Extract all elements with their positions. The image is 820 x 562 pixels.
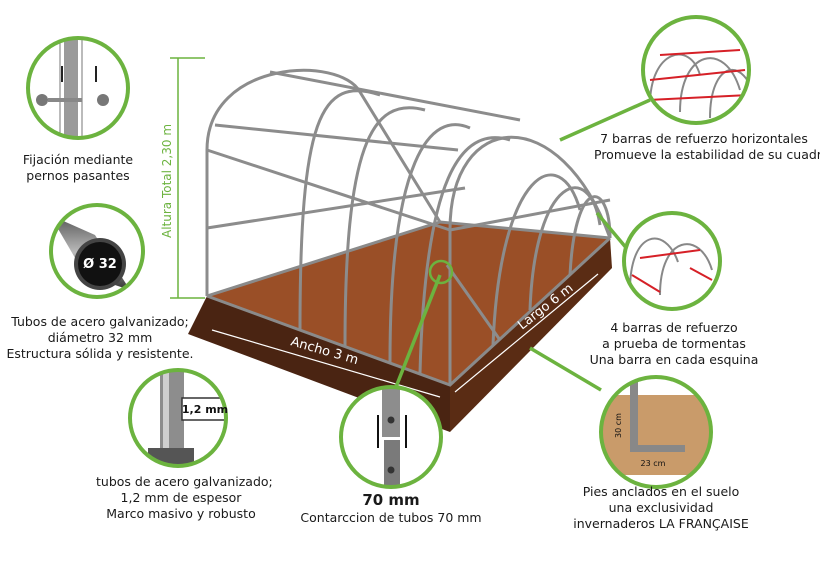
tubes-caption-line1: Tubos de acero galvanizado; (11, 314, 189, 329)
pipe-connection-circle (339, 385, 443, 489)
feet-caption-line2: una exclusividad (608, 500, 714, 515)
feet-caption: Pies anclados en el suelo una exclusivid… (566, 484, 756, 532)
width-dimension (211, 329, 441, 398)
horizontal-bars-circle (641, 15, 751, 125)
horizontal-caption: 7 barras de refuerzo horizontales Promue… (594, 131, 820, 163)
thickness-caption-line1: tubos de acero galvanizado; (96, 474, 273, 489)
pipe-caption-line1: Contarccion de tubos 70 mm (300, 510, 482, 525)
tubes-caption-line3: Estructura sólida y resistente. (6, 346, 194, 361)
pipe-caption: 70 mm Contarccion de tubos 70 mm (296, 492, 486, 526)
storm-caption-line3: Una barra en cada esquina (589, 352, 759, 367)
tubes-caption: Tubos de acero galvanizado; diámetro 32 … (0, 314, 200, 362)
thickness-detail-circle (128, 368, 228, 468)
tube-diameter-circle (49, 203, 145, 299)
anchored-feet-circle (599, 375, 713, 489)
joint-highlight (428, 259, 454, 285)
diameter-badge: Ø 32 (83, 257, 117, 272)
storm-caption: 4 barras de refuerzo a prueba de torment… (584, 320, 764, 368)
bolts-caption-line1: Fijación mediante (22, 152, 134, 167)
bolts-caption-line2: pernos pasantes (26, 168, 130, 183)
height-label: Altura Total 2,30 m (160, 124, 174, 238)
bolts-caption: Fijación mediante pernos pasantes (8, 152, 148, 184)
tubes-caption-line2: diámetro 32 mm (47, 330, 153, 345)
thickness-caption-line2: 1,2 mm de espesor (120, 490, 242, 505)
feet-vertical-dim: 30 cm (614, 413, 623, 438)
feet-caption-line3: invernaderos LA FRANÇAISE (573, 516, 749, 531)
thickness-caption-line3: Marco masivo y robusto (106, 506, 256, 521)
bolt-detail-circle (26, 36, 130, 140)
feet-caption-line1: Pies anclados en el suelo (582, 484, 740, 499)
thickness-badge: 1,2 mm (182, 403, 228, 416)
feet-horizontal-dim: 23 cm (641, 459, 666, 468)
horizontal-caption-line2: Promueve la estabilidad de su cuadro (594, 147, 820, 162)
horizontal-caption-line1: 7 barras de refuerzo horizontales (600, 131, 808, 146)
length-dimension (454, 273, 599, 393)
pipe-caption-title: 70 mm (362, 491, 420, 509)
storm-caption-line2: a prueba de tormentas (602, 336, 746, 351)
arches (205, 68, 612, 385)
storm-caption-line1: 4 barras de refuerzo (610, 320, 738, 335)
storm-bars-circle (622, 211, 722, 311)
thickness-caption: tubos de acero galvanizado; 1,2 mm de es… (96, 474, 273, 522)
callout-connectors (394, 98, 651, 392)
height-dimension (170, 57, 205, 299)
